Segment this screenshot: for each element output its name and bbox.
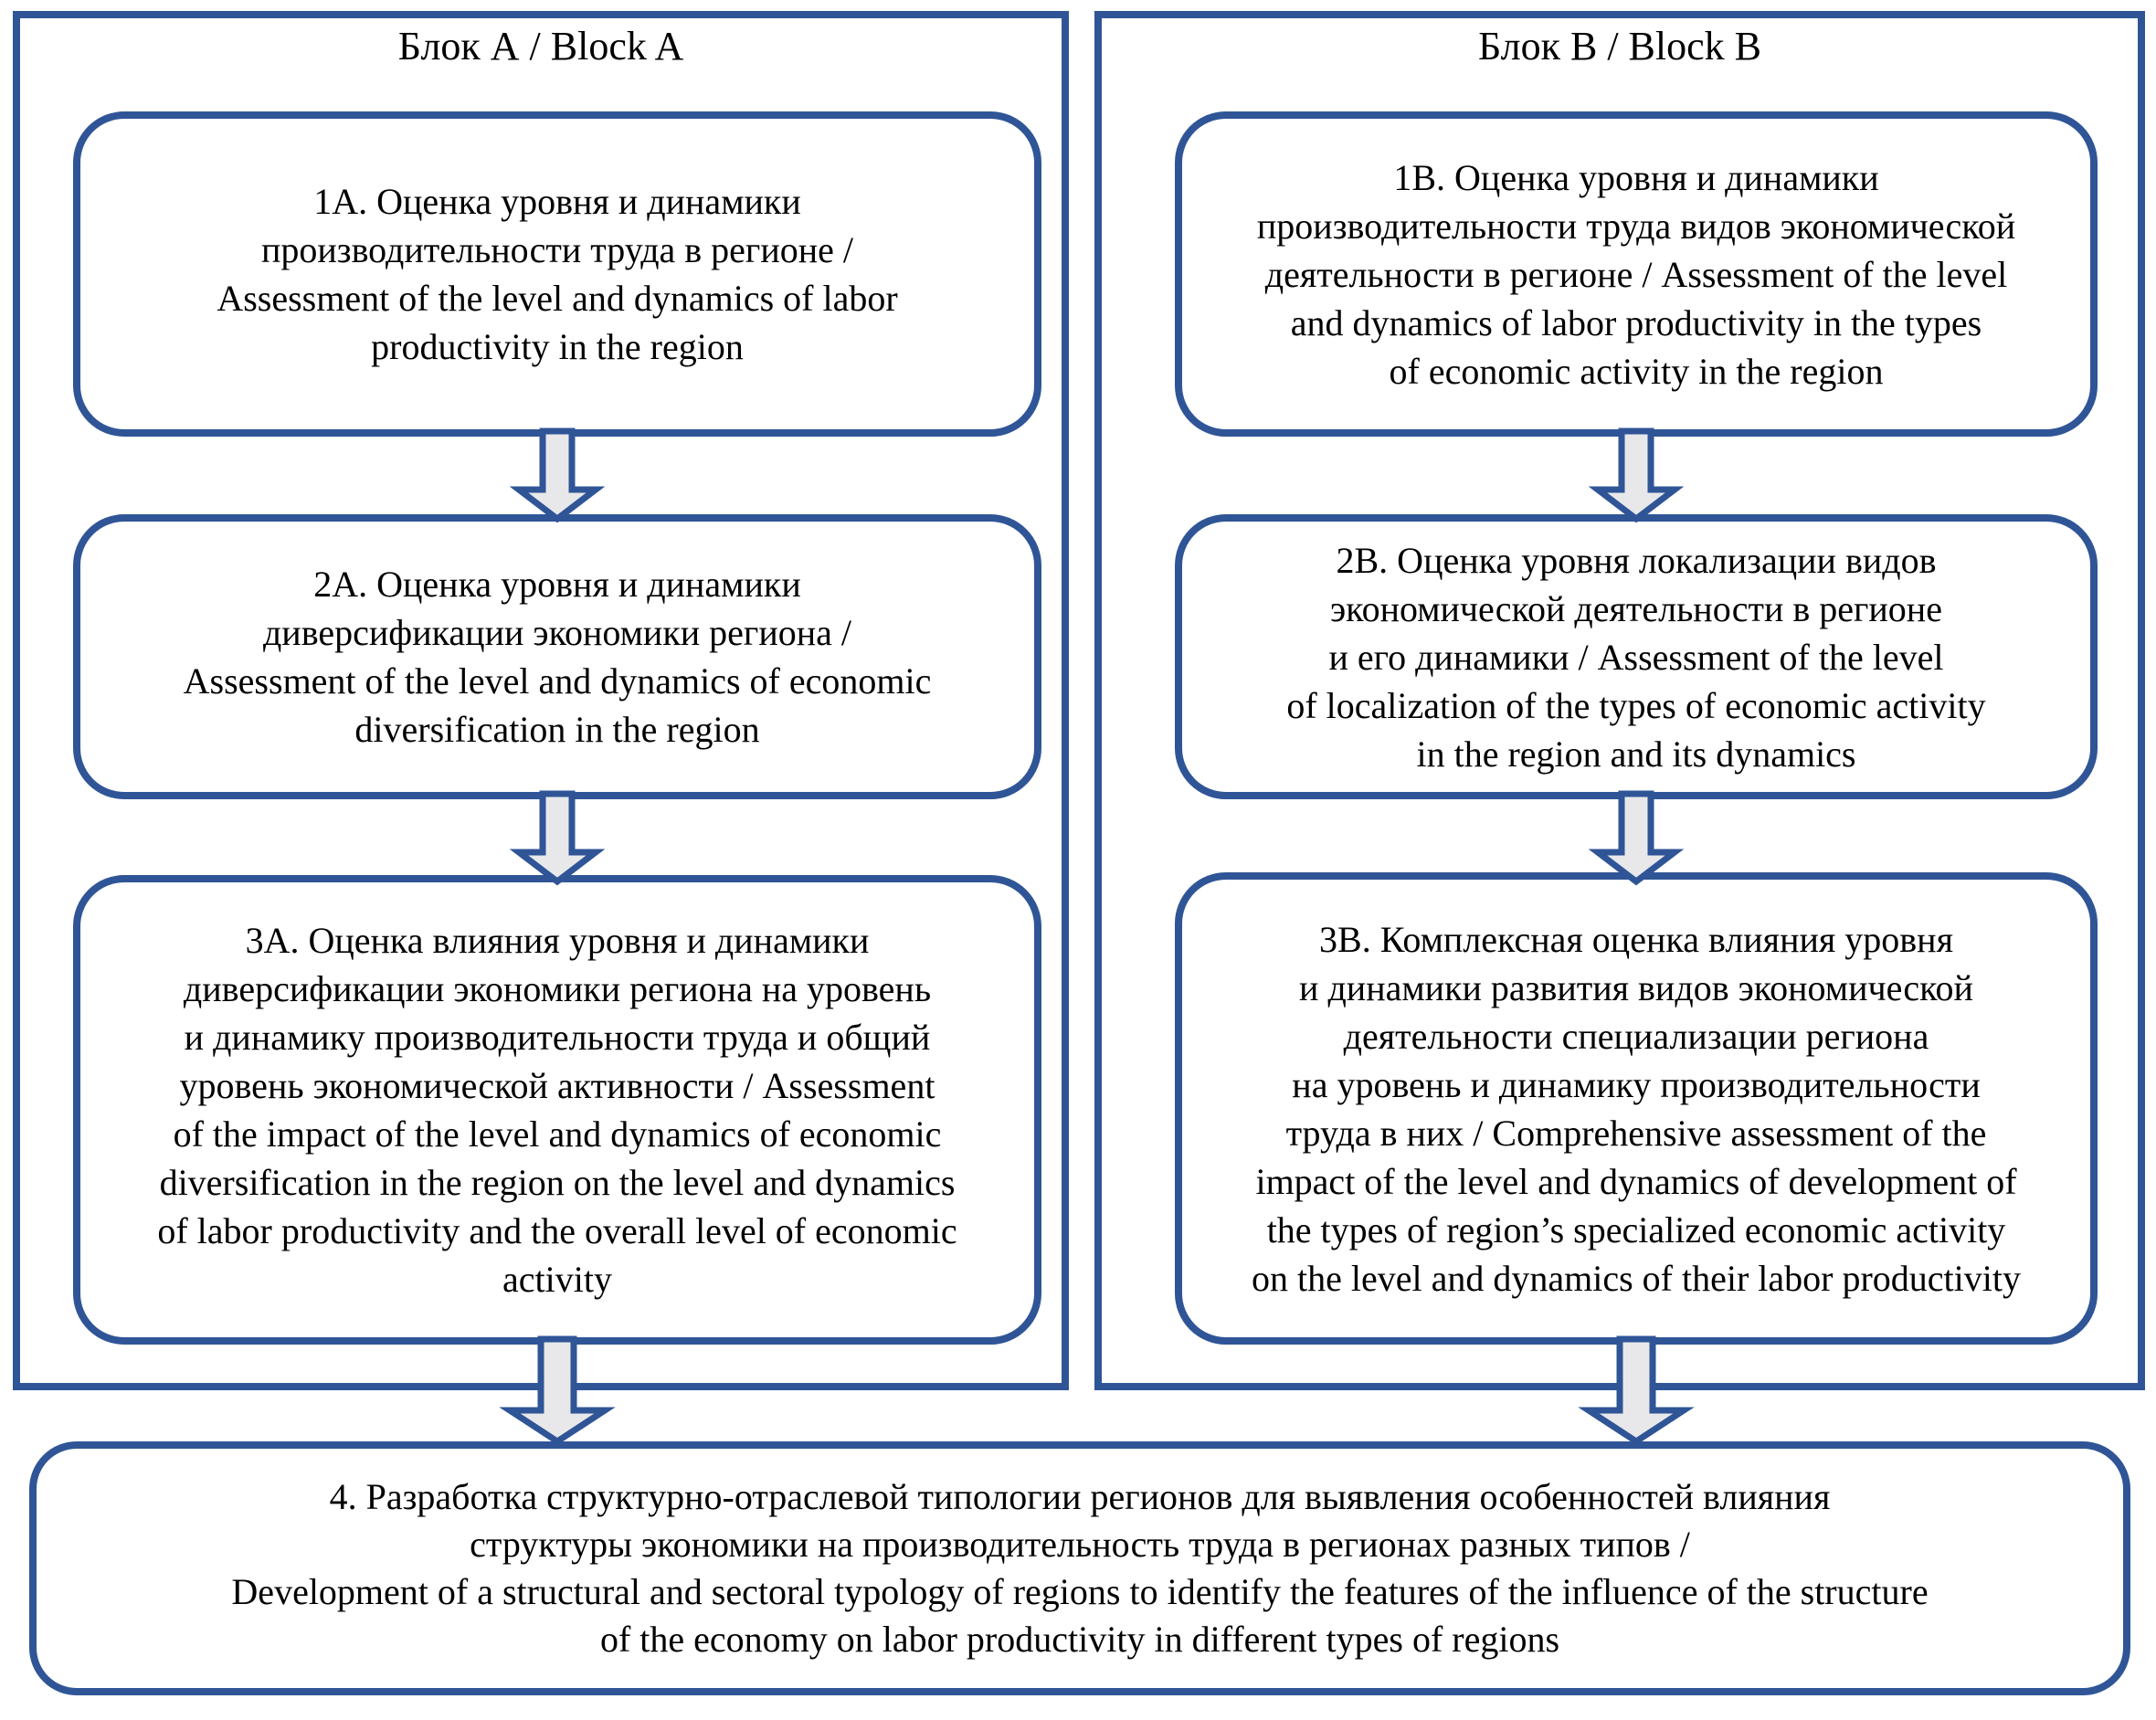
- down-arrow-icon: [1578, 1335, 1695, 1446]
- down-arrow-icon: [509, 427, 606, 523]
- block-b-title: Блок В / Block B: [1477, 24, 1762, 69]
- box-4: 4. Разработка структурно-отраслевой типо…: [29, 1441, 2130, 1695]
- block-a-title: Блок А / Block A: [397, 24, 684, 69]
- box-1b: 1В. Оценка уровня и динамики производите…: [1175, 111, 2098, 437]
- box-1a: 1А. Оценка уровня и динамики производите…: [73, 111, 1041, 437]
- down-arrow-icon: [499, 1335, 616, 1446]
- box-2a: 2А. Оценка уровня и динамики диверсифика…: [73, 514, 1041, 799]
- down-arrow-icon: [1588, 790, 1685, 886]
- box-2b: 2В. Оценка уровня локализации видов экон…: [1175, 514, 2098, 799]
- down-arrow-icon: [1588, 427, 1685, 523]
- box-3b: 3В. Комплексная оценка влияния уровня и …: [1175, 872, 2098, 1345]
- box-3a: 3А. Оценка влияния уровня и динамики див…: [73, 875, 1041, 1345]
- down-arrow-icon: [509, 790, 606, 886]
